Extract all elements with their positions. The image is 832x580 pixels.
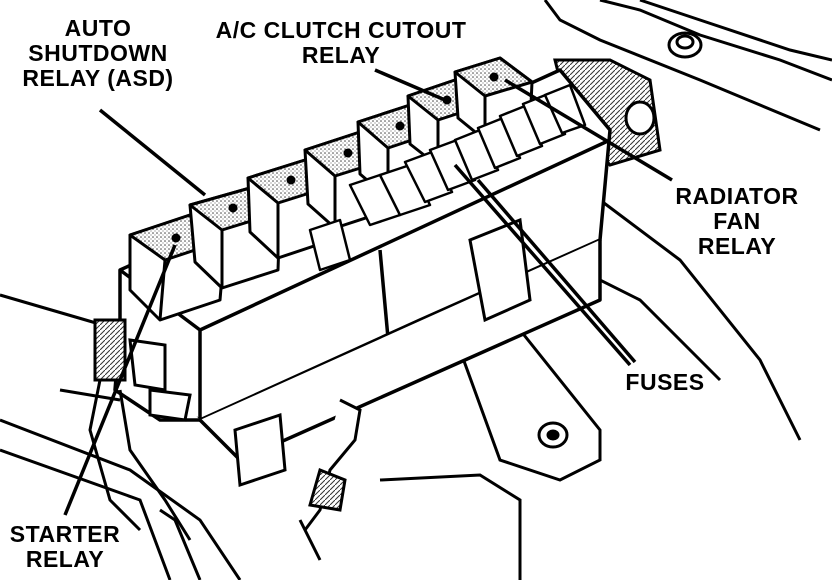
harness-wires	[88, 379, 202, 580]
fuse-row	[308, 83, 587, 272]
fuses-leader-2	[476, 178, 637, 364]
fender-bolt	[667, 31, 703, 59]
fuses-label: FUSES	[625, 369, 705, 395]
ground-terminal	[298, 398, 522, 580]
mounting-bracket	[553, 58, 662, 167]
leader-lines	[63, 68, 673, 516]
radiator-leader	[504, 78, 673, 182]
wire-grommet	[93, 318, 127, 382]
starter-relay-label: STARTER RELAY	[9, 521, 121, 572]
radiator-fan-relay-label: RADIATOR FAN RELAY	[675, 183, 799, 259]
ac-clutch-cutout-relay-label: A/C CLUTCH CUTOUT RELAY	[215, 17, 467, 68]
asd-relay-label: AUTO SHUTDOWN RELAY (ASD)	[22, 15, 174, 91]
asd-leader	[98, 108, 207, 197]
housing-clips	[128, 217, 532, 488]
ac-clutch-leader	[374, 68, 446, 102]
fuses-leader-1	[453, 163, 632, 367]
starter-leader	[63, 244, 177, 516]
